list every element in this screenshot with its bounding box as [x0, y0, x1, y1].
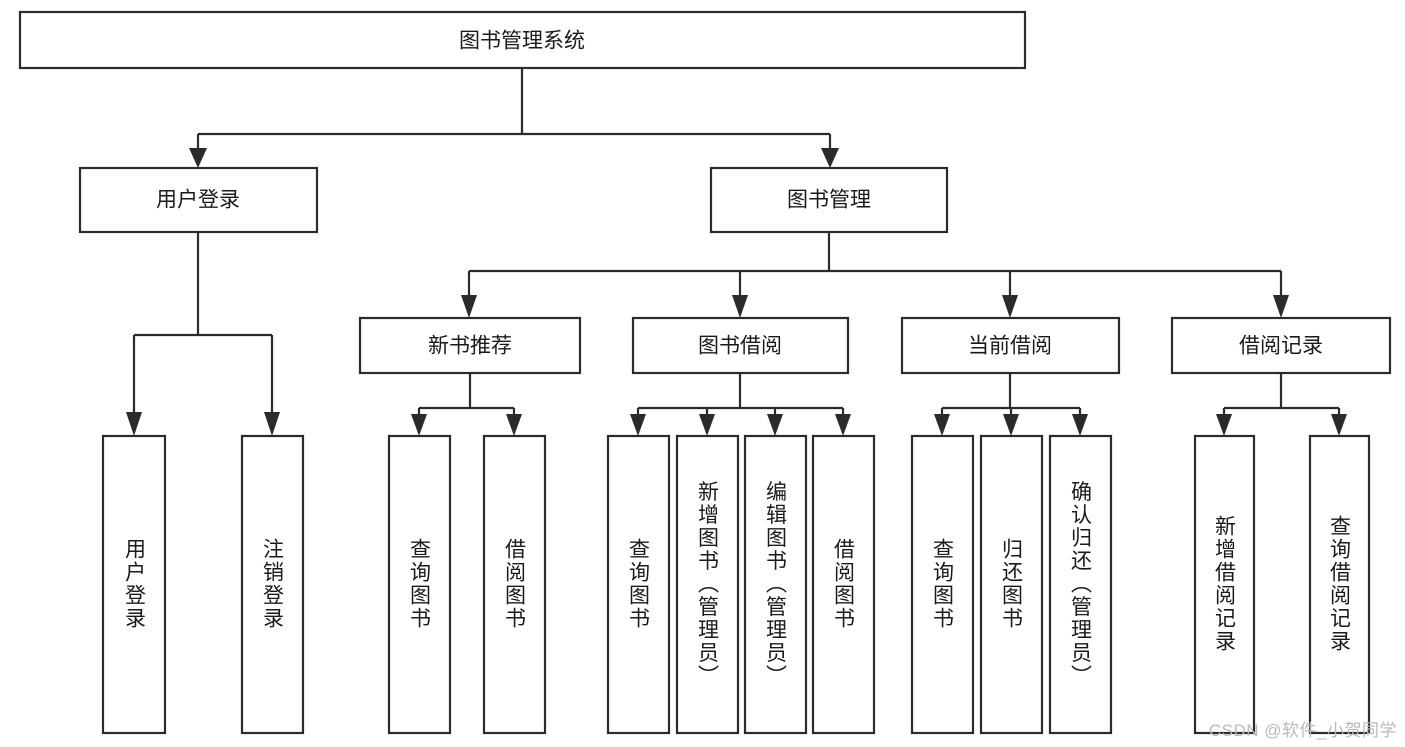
leaf-add-book: 新增图书（管理员）: [675, 434, 740, 735]
leaf-confirm-return-box: [1048, 434, 1113, 735]
leaf-edit-book-label: 编辑图书（管理员）: [764, 481, 788, 688]
arrowhead-leaf-query-book-1: [411, 414, 427, 436]
leaf-edit-book: 编辑图书（管理员）: [743, 434, 808, 735]
arrowhead-leaf-add-record: [1216, 414, 1232, 436]
leaf-add-record: 新增借阅记录: [1193, 434, 1256, 735]
node-current-borrow-box: [900, 316, 1121, 375]
leaf-borrow-book-1-box: [482, 434, 547, 735]
arrowhead-leaf-user-logout: [264, 412, 280, 436]
leaf-query-book-3: 查询图书: [910, 434, 975, 735]
leaf-user-login-box: [101, 434, 167, 735]
leaf-user-logout-label: 注销登录: [261, 538, 285, 630]
leaf-borrow-book-1: 借阅图书: [482, 434, 547, 735]
leaf-add-book-box: [675, 434, 740, 735]
node-borrow-record-box: [1170, 316, 1392, 375]
arrowhead-leaf-return-book: [1003, 414, 1019, 436]
leaf-borrow-book-2-box: [811, 434, 876, 735]
arrowhead-current-borrow: [1002, 295, 1018, 318]
arrowhead-leaf-borrow-book-1: [506, 414, 522, 436]
arrowhead-leaf-query-book-3: [934, 414, 950, 436]
node-book-borrow-label: 图书借阅: [698, 335, 782, 358]
leaf-query-record-label: 查询借阅记录: [1328, 515, 1352, 653]
arrowhead-leaf-confirm-return: [1072, 414, 1088, 436]
arrowhead-leaf-borrow-book-2: [835, 414, 851, 436]
leaf-return-book: 归还图书: [979, 434, 1044, 735]
leaf-user-login-label: 用户登录: [123, 538, 147, 630]
node-user-login-label: 用户登录: [156, 189, 240, 212]
arrowhead-new-book-recommend: [461, 295, 477, 318]
leaf-return-book-box: [979, 434, 1044, 735]
arrowhead-leaf-user-login: [126, 412, 142, 436]
leaf-confirm-return-label: 确认归还（管理员）: [1069, 481, 1093, 688]
leaf-query-book-1-label: 查询图书: [408, 538, 432, 630]
leaf-edit-book-box: [743, 434, 808, 735]
leaf-query-book-2: 查询图书: [606, 434, 671, 735]
arrowhead-borrow-record: [1273, 295, 1289, 318]
leaf-user-logout: 注销登录: [240, 434, 305, 735]
node-current-borrow-label: 当前借阅: [968, 335, 1052, 358]
leaf-query-book-1: 查询图书: [387, 434, 452, 735]
leaf-query-book-3-label: 查询图书: [931, 538, 955, 630]
leaf-confirm-return: 确认归还（管理员）: [1048, 434, 1113, 735]
leaf-add-record-label: 新增借阅记录: [1213, 515, 1237, 653]
leaf-query-book-3-box: [910, 434, 975, 735]
node-root-label: 图书管理系统: [459, 30, 585, 53]
leaf-user-logout-box: [240, 434, 305, 735]
leaf-query-record-box: [1308, 434, 1371, 735]
node-user-login: 用户登录: [78, 166, 319, 234]
leaf-query-book-1-box: [387, 434, 452, 735]
leaf-user-login: 用户登录: [101, 434, 167, 735]
node-new-book-recommend-box: [358, 316, 582, 375]
node-new-book-recommend: 新书推荐: [358, 316, 582, 375]
node-book-manage: 图书管理: [709, 166, 949, 234]
arrowhead-leaf-query-record: [1331, 414, 1347, 436]
node-book-borrow-box: [631, 316, 850, 375]
leaf-add-book-label: 新增图书（管理员）: [696, 481, 720, 688]
leaf-return-book-label: 归还图书: [1000, 538, 1024, 630]
node-book-borrow: 图书借阅: [631, 316, 850, 375]
arrowhead-leaf-edit-book: [767, 414, 783, 436]
leaf-query-book-2-label: 查询图书: [627, 538, 651, 630]
arrowhead-book-borrow: [732, 295, 748, 318]
node-current-borrow: 当前借阅: [900, 316, 1121, 375]
leaf-add-record-box: [1193, 434, 1256, 735]
arrowhead-leaf-add-book: [699, 414, 715, 436]
leaf-borrow-book-2: 借阅图书: [811, 434, 876, 735]
node-root: 图书管理系统: [18, 10, 1027, 70]
node-borrow-record: 借阅记录: [1170, 316, 1392, 375]
leaf-borrow-book-2-label: 借阅图书: [832, 538, 856, 630]
leaf-query-record: 查询借阅记录: [1308, 434, 1371, 735]
leaf-query-book-2-box: [606, 434, 671, 735]
node-new-book-recommend-label: 新书推荐: [428, 335, 512, 358]
arrowhead-leaf-query-book-2: [630, 414, 646, 436]
arrowhead-to-user-login: [189, 148, 207, 168]
node-root-box: [18, 10, 1027, 70]
node-book-manage-label: 图书管理: [787, 189, 871, 212]
node-book-manage-box: [709, 166, 949, 234]
node-borrow-record-label: 借阅记录: [1239, 335, 1323, 358]
arrowhead-to-book-manage: [821, 148, 839, 168]
leaf-borrow-book-1-label: 借阅图书: [503, 538, 527, 630]
